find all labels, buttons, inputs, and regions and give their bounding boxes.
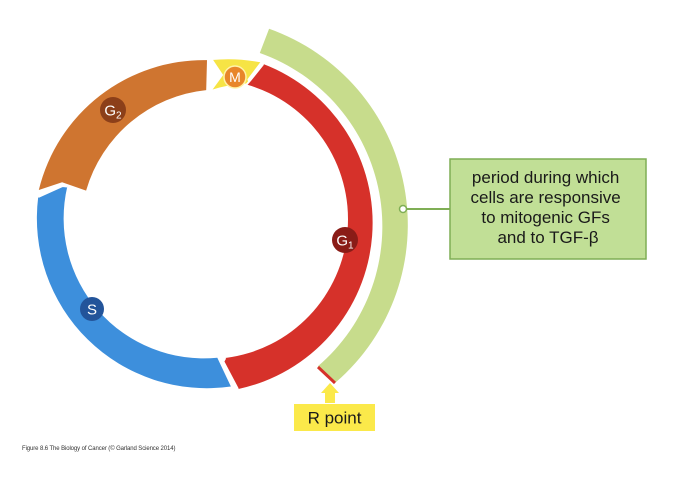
r-point-label: R point [308,409,362,428]
r-point-marker [316,365,337,385]
g1-phase-badge: G1 [332,227,358,253]
figure-caption: Figure 8.6 The Biology of Cancer (© Garl… [22,446,176,452]
g1-label-main: G [336,233,348,250]
svg-text:G1: G1 [336,233,354,252]
connector-dot [398,204,408,214]
r-point-box [294,404,375,431]
svg-text:period during which cells: period during which cells are responsive… [471,168,626,247]
svg-text:M: M [229,69,241,85]
g1-phase-segment [223,64,373,390]
g2-label-sub: 2 [116,111,122,122]
box-text-line-4: and to TGF-β [497,228,598,247]
svg-text:G2: G2 [104,103,122,122]
g1-label-sub: 1 [348,241,354,252]
box-text-line-3: to mitogenic GFs [481,208,610,227]
box-text-line-1: period during which [472,168,619,187]
m-phase-badge: M [223,65,247,89]
segment-separators [37,59,265,390]
responsive-period-box [449,158,647,260]
responsive-period-arc [259,28,408,383]
s-phase-badge: S [80,297,104,321]
s-phase-segment [36,186,231,389]
g2-phase-badge: G2 [100,97,126,123]
box-text-line-2: cells are responsive [471,188,621,207]
svg-text:S: S [87,302,97,319]
g2-label-main: G [104,103,116,120]
r-point-arrow [321,383,339,403]
g2-phase-segment [38,60,207,191]
